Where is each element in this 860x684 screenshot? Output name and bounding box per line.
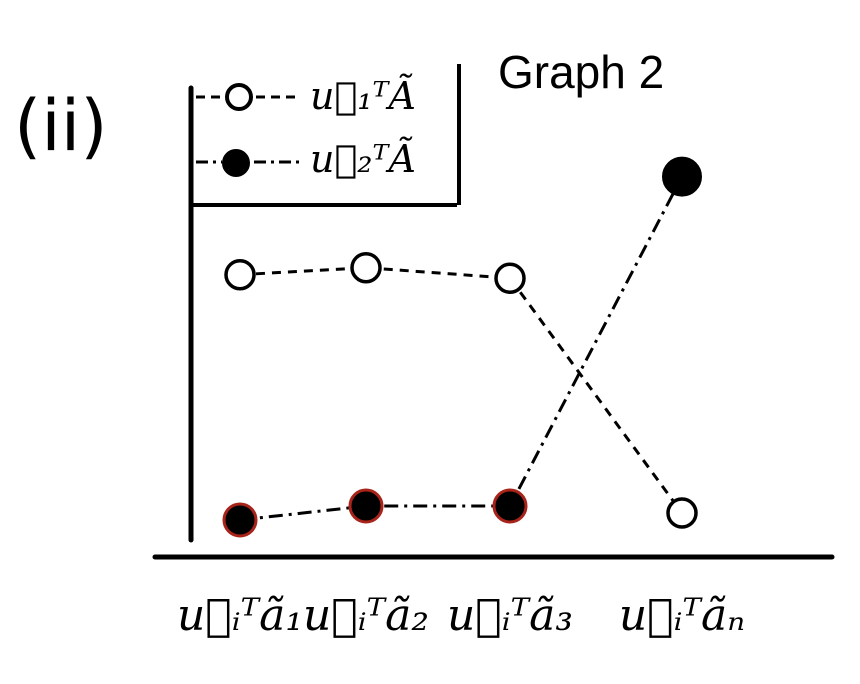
series-2-point-2 — [348, 488, 384, 524]
series-layer — [222, 156, 702, 538]
series-2-point-3 — [492, 488, 528, 524]
series-1-point-3 — [494, 262, 526, 294]
series-1-line — [239, 266, 684, 514]
x-tick-label-1: u⃗ᵢᵀã₁ — [177, 590, 303, 641]
series-2 — [222, 156, 702, 538]
legend-entry-series-1: u⃗₁ᵀÃ — [196, 74, 416, 118]
series-1-point-4 — [666, 497, 698, 529]
series-1-point-1 — [224, 258, 256, 291]
x-tick-label-4: u⃗ᵢᵀãₙ — [619, 590, 745, 641]
series-2-point-4 — [662, 156, 702, 197]
legend-entry-series-2: u⃗₂ᵀÃ — [196, 137, 416, 181]
legend: u⃗₁ᵀÃ u⃗₂ᵀÃ — [191, 64, 461, 207]
chart-title: Graph 2 — [498, 46, 664, 98]
legend-marker-filled-circle — [222, 149, 250, 177]
series-2-point-1 — [222, 502, 258, 538]
legend-marker-open-circle — [225, 83, 253, 111]
legend-label-series-1: u⃗₁ᵀÃ — [310, 74, 416, 118]
series-1-point-2 — [350, 251, 382, 284]
series-1 — [224, 251, 698, 529]
legend-label-series-2: u⃗₂ᵀÃ — [310, 137, 416, 181]
panel-label: (ii) — [14, 85, 108, 167]
x-tick-label-2: u⃗ᵢᵀã₂ — [303, 590, 429, 641]
x-tick-label-3: u⃗ᵢᵀã₃ — [447, 590, 573, 641]
series-2-line — [239, 175, 684, 522]
